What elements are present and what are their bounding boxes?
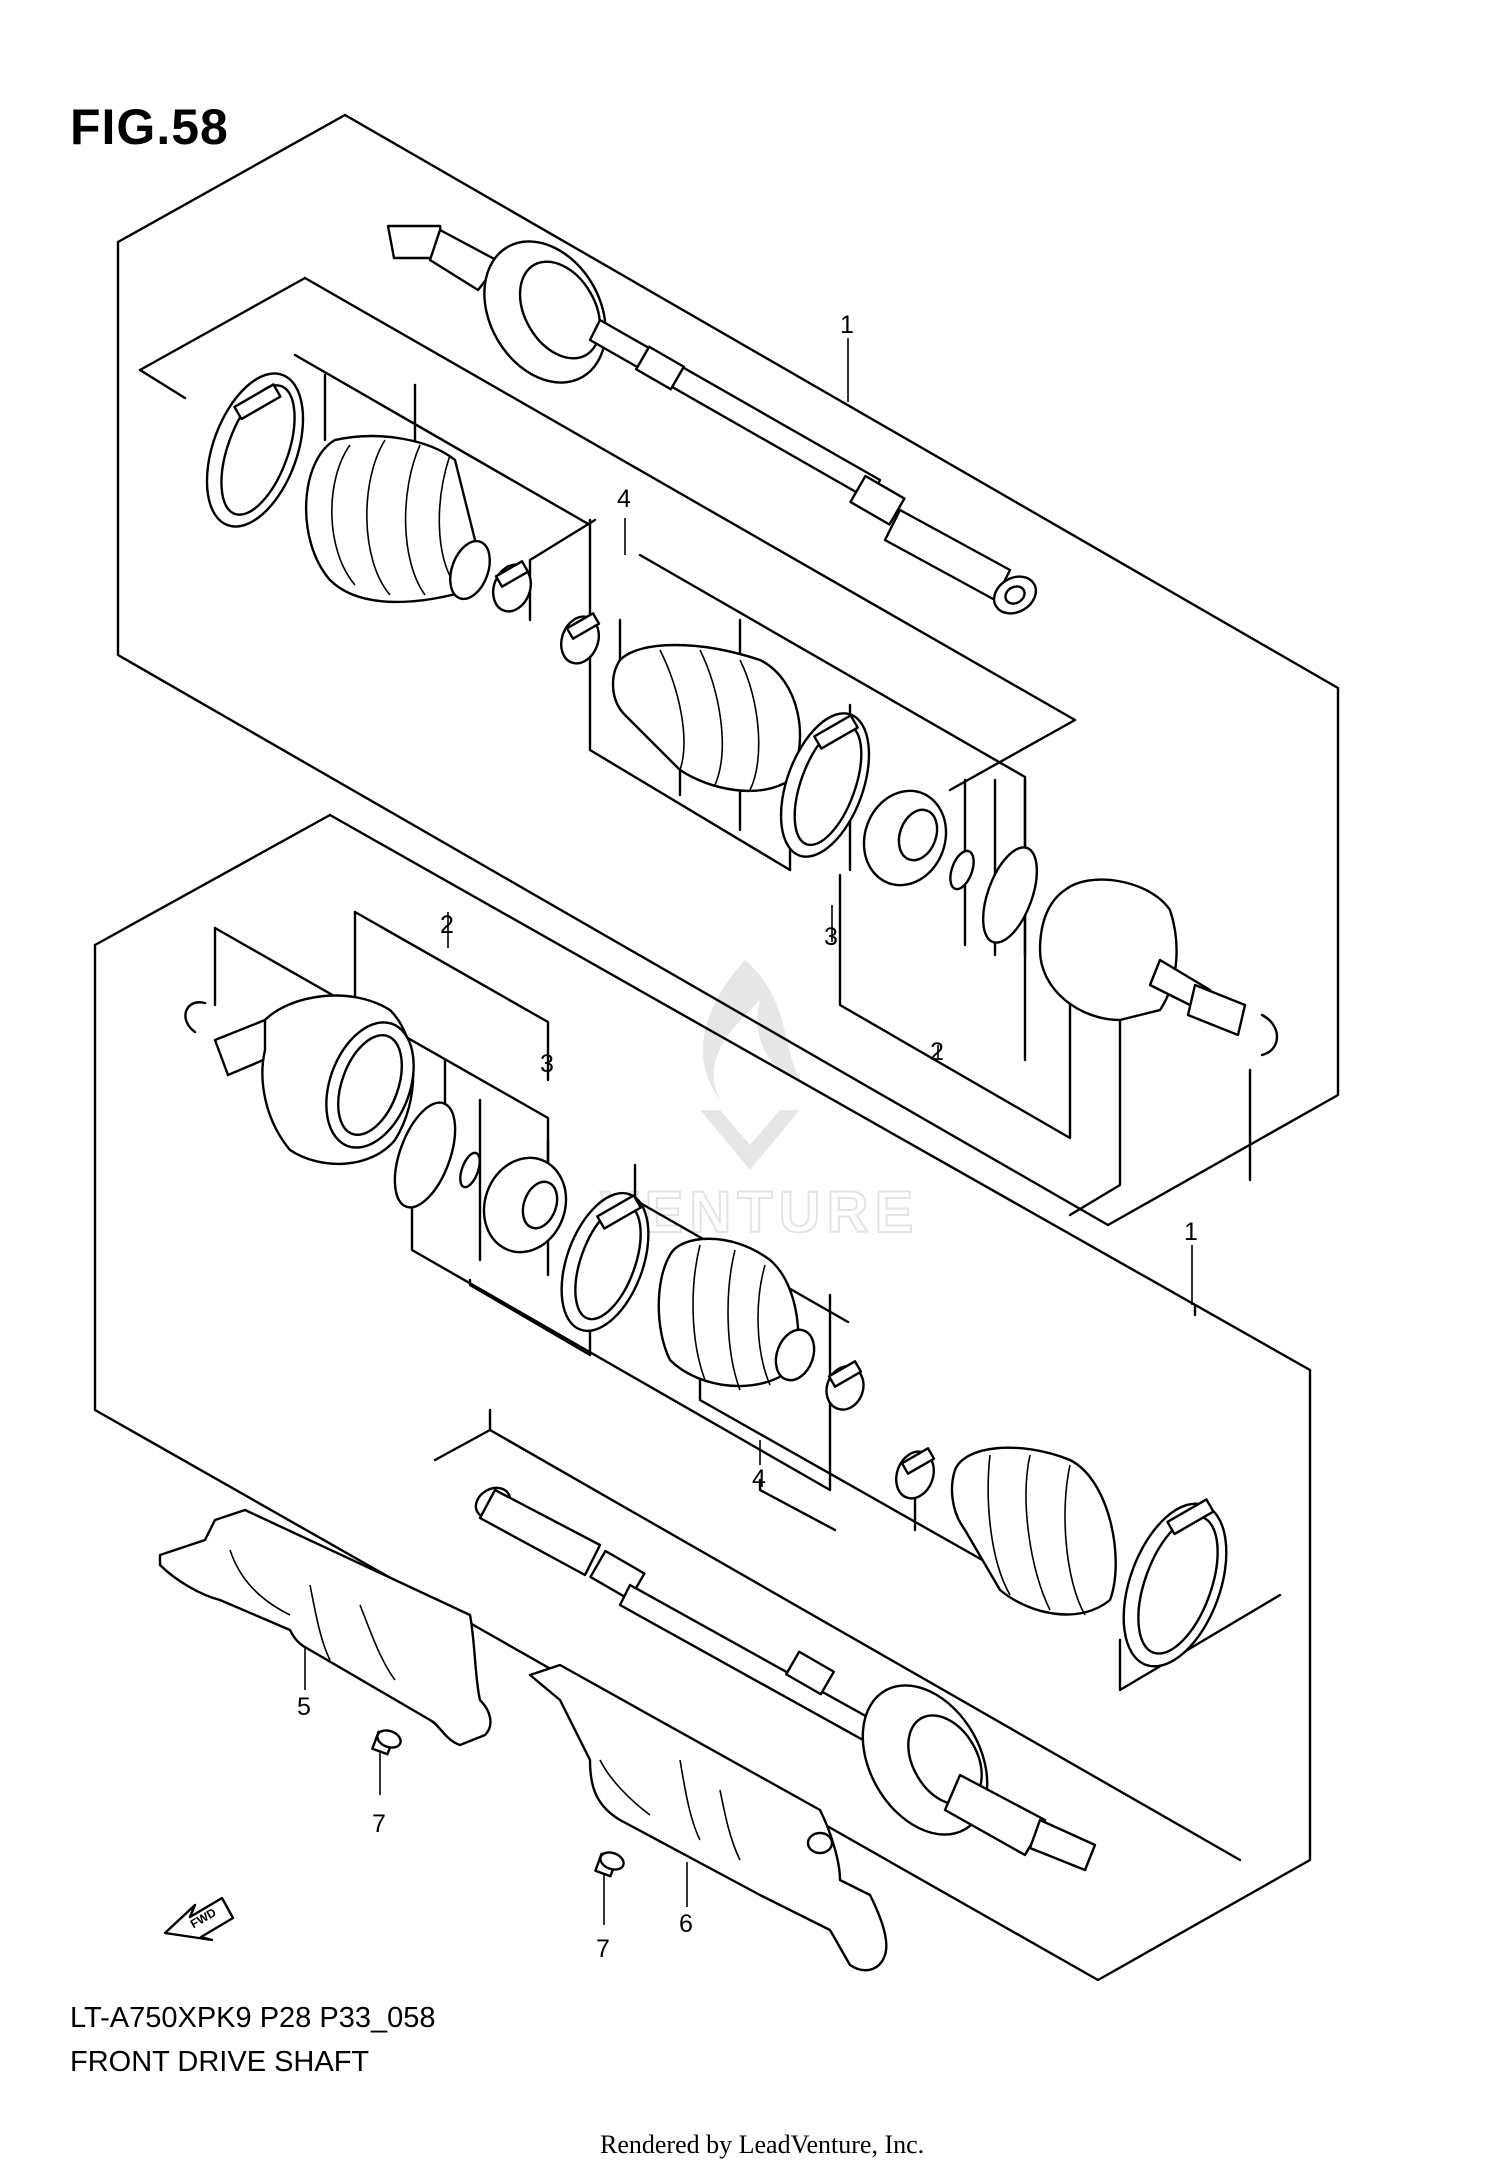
lower-outer-boot-set[interactable] xyxy=(890,1446,1246,1680)
callout-numbers: 1 4 3 2 2 3 1 4 5 6 7 7 xyxy=(297,311,1198,1963)
rendered-by-credit: Rendered by LeadVenture, Inc. xyxy=(600,2130,925,2159)
bolt-7-upper[interactable] xyxy=(371,1727,403,1795)
callout-4-upper: 4 xyxy=(617,485,631,513)
left-shaft-guard[interactable] xyxy=(158,1508,492,1747)
callout-5: 5 xyxy=(297,1693,311,1721)
watermark-text: VENTURE xyxy=(600,1180,919,1245)
upper-drive-shaft[interactable] xyxy=(386,220,1043,621)
figure-caption: FRONT DRIVE SHAFT xyxy=(70,2046,370,2078)
figure-title: FIG.58 xyxy=(70,99,229,155)
callout-leaders xyxy=(304,338,1193,1907)
callout-1-lower: 1 xyxy=(1184,1218,1198,1246)
callout-6: 6 xyxy=(679,1910,693,1938)
callout-2-lower: 2 xyxy=(440,911,454,939)
callout-1-upper: 1 xyxy=(840,311,854,339)
model-code: LT-A750XPK9 P28 P33_058 xyxy=(70,2002,436,2034)
lower-inner-boot-set[interactable] xyxy=(545,1181,870,1414)
callout-3-upper: 3 xyxy=(824,923,838,951)
callout-3-lower: 3 xyxy=(540,1050,554,1078)
lower-drive-shaft[interactable] xyxy=(470,1482,1097,1872)
watermark: VENTURE xyxy=(599,960,919,1246)
right-shaft-guard[interactable] xyxy=(528,1663,888,1972)
callout-7-upper: 7 xyxy=(372,1810,386,1838)
upper-inner-boot-set[interactable] xyxy=(555,611,886,868)
upper-outer-boot-set[interactable] xyxy=(188,360,537,616)
bolt-7-lower[interactable] xyxy=(594,1849,626,1925)
callout-7-lower: 7 xyxy=(596,1935,610,1963)
upper-inner-joint-parts[interactable] xyxy=(851,779,1279,1057)
callout-4-lower: 4 xyxy=(752,1465,766,1493)
callout-2-upper: 2 xyxy=(930,1038,944,1066)
watermark-flame-icon xyxy=(702,960,800,1100)
lower-inner-joint-parts[interactable] xyxy=(184,994,579,1264)
fwd-arrow-icon: FWD xyxy=(163,1896,235,1942)
